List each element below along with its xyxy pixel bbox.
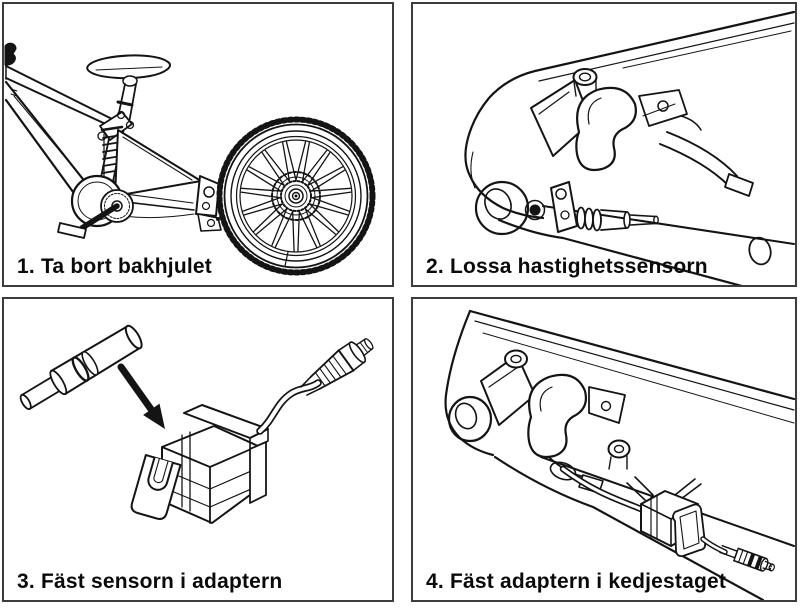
step-2-caption: 2. Lossa hastighetssensorn xyxy=(426,255,708,278)
adapter-and-cable-drawing xyxy=(559,465,775,572)
step-1-caption: 1. Ta bort bakhjulet xyxy=(17,255,212,278)
valve-stem xyxy=(284,251,289,267)
chainstay-drawing xyxy=(444,309,795,600)
rear-wheel-drawing xyxy=(216,116,376,276)
bike-frame-drawing xyxy=(4,42,222,239)
hub-cassette xyxy=(271,171,321,221)
speed-sensor-drawing xyxy=(524,181,659,233)
cable-connector-drawing xyxy=(256,338,374,435)
step-2-panel: 2. Lossa hastighetssensorn xyxy=(411,2,797,287)
adapter-block-drawing xyxy=(130,404,269,524)
adapter-on-chainstay-illustration xyxy=(444,309,795,600)
sensor-probe-drawing xyxy=(19,324,143,410)
step-4-panel: 4. Fäst adaptern i kedjestaget xyxy=(411,297,797,602)
insert-arrow-icon xyxy=(117,363,165,429)
brake-caliper-drawing xyxy=(530,68,754,197)
step-1-panel: 1. Ta bort bakhjulet xyxy=(2,2,394,287)
step-4-caption: 4. Fäst adaptern i kedjestaget xyxy=(426,570,727,593)
chainstay-drawing xyxy=(464,10,795,285)
brake-caliper-drawing xyxy=(480,349,631,494)
bike-and-wheel-illustration xyxy=(4,42,376,276)
step-3-caption: 3. Fäst sensorn i adaptern xyxy=(17,570,283,593)
cable-connector-drawing xyxy=(719,545,775,572)
speed-sensor-closeup-illustration xyxy=(464,10,795,285)
step-3-panel: 3. Fäst sensorn i adaptern xyxy=(2,297,394,602)
sensor-adapter-illustration xyxy=(19,324,374,524)
